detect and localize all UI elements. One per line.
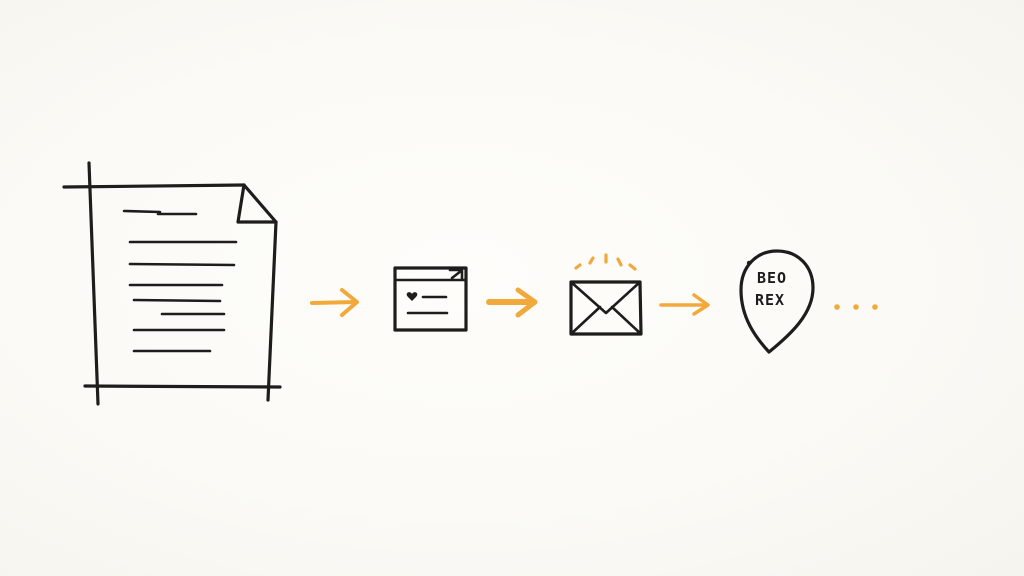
pin-label-line1: BEO (757, 269, 787, 287)
ellipsis-icon (834, 304, 878, 310)
arrow-icon (310, 288, 359, 317)
pin-label-line2: REX (755, 291, 785, 309)
arrow-icon (486, 287, 538, 318)
notification-burst-icon (574, 253, 637, 271)
browser-window-icon (393, 266, 468, 332)
document-icon (62, 161, 282, 406)
arrow-icon (659, 293, 710, 316)
envelope-icon (569, 280, 643, 336)
map-pin-icon: BEO REX (739, 249, 815, 354)
